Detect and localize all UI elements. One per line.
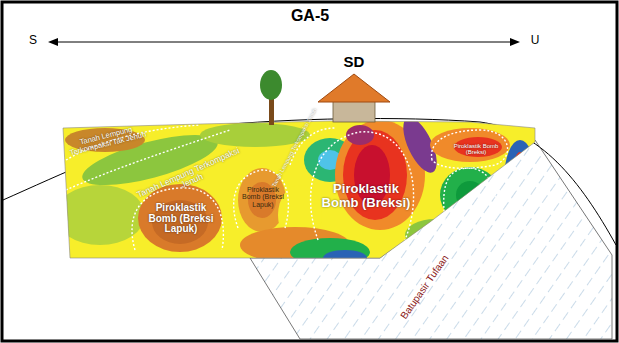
house-roof: [318, 74, 390, 102]
building-label: SD: [330, 54, 378, 70]
arrow-head: [510, 38, 520, 46]
direction-label: U: [524, 34, 546, 47]
section-title: GA-5: [260, 8, 360, 25]
tree-crown: [260, 70, 282, 100]
zone-label: Piroklastik Bomb (Breksi): [448, 143, 504, 156]
direction-label: S: [22, 34, 44, 47]
zone-label: Piroklastik Bomb (Breksi Lapuk): [240, 186, 286, 208]
arrow-head: [48, 38, 58, 46]
direction-line: [52, 42, 514, 43]
house-body: [333, 100, 375, 122]
zone-label: Piroklastik Bomb (Breksi Lapuk): [142, 203, 220, 235]
zone-label: Piroklastik Bomb (Breksi): [318, 182, 414, 209]
zone-outlines: [66, 125, 508, 250]
